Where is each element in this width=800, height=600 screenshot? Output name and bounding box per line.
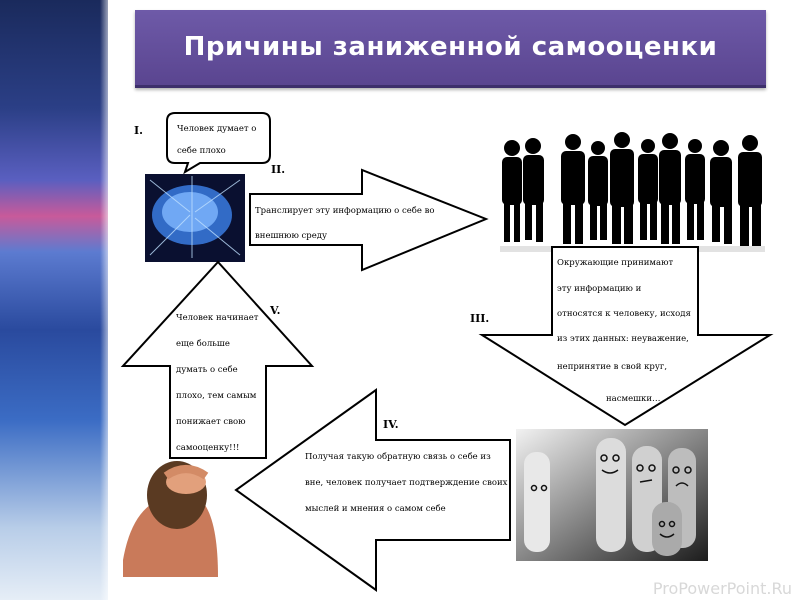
step-1-number: I. [134, 124, 143, 137]
step-1-bubble: Человек думает о себе плохо [166, 112, 271, 175]
step-3-line: непринятие в свой круг, [557, 362, 667, 372]
brain-image [145, 174, 245, 262]
fingers-image [516, 429, 708, 561]
step-5-line: понижает свою [176, 417, 246, 427]
sidebar-glow [100, 0, 110, 600]
step-3-line: из этих данных: неуважение, [557, 334, 689, 344]
step-5-number: V. [269, 304, 280, 317]
step-2-number: II. [271, 163, 285, 176]
step-3-line: эту информацию и [557, 284, 642, 294]
step-4-arrow: Получая такую обратную связь о себе из в… [234, 388, 511, 592]
decorative-sidebar [0, 0, 108, 600]
step-3-line: насмешки… [606, 394, 661, 404]
step-1-line: Человек думает о [177, 124, 256, 134]
step-3-line: относятся к человеку, исходя [557, 309, 691, 319]
step-3-number: III. [470, 312, 489, 325]
step-4-number: IV. [383, 418, 399, 431]
step-5-line: думать о себе [176, 364, 238, 375]
step-4-line: Получая такую обратную связь о себе из [305, 451, 491, 462]
step-2-line: Транслирует эту информацию о себе во [255, 205, 435, 216]
step-5-line: Человек начинает [176, 313, 259, 323]
step-5-arrow: Человек начинает еще больше думать о себ… [120, 260, 315, 459]
step-5-line: самооценку!!! [176, 443, 239, 453]
step-5-line: еще больше [176, 338, 230, 349]
step-2-arrow: Транслирует эту информацию о себе во вне… [249, 168, 489, 272]
step-3-line: Окружающие принимают [557, 258, 673, 268]
title-bar: Причины заниженной самооценки [135, 10, 766, 88]
watermark: ProPowerPoint.Ru [652, 579, 792, 598]
step-1-line: себе плохо [177, 145, 226, 156]
crowd-image [502, 132, 762, 246]
step-4-line: мыслей и мнения о самом себе [305, 503, 446, 514]
step-2-line: внешнюю среду [255, 231, 327, 241]
step-3-arrow: Окружающие принимают эту информацию и от… [478, 246, 774, 427]
head-image [123, 461, 218, 577]
step-5-line: плохо, тем самым [176, 391, 257, 401]
slide-title: Причины заниженной самооценки [183, 32, 718, 62]
step-4-line: вне, человек получает подтверждение свои… [305, 478, 508, 488]
